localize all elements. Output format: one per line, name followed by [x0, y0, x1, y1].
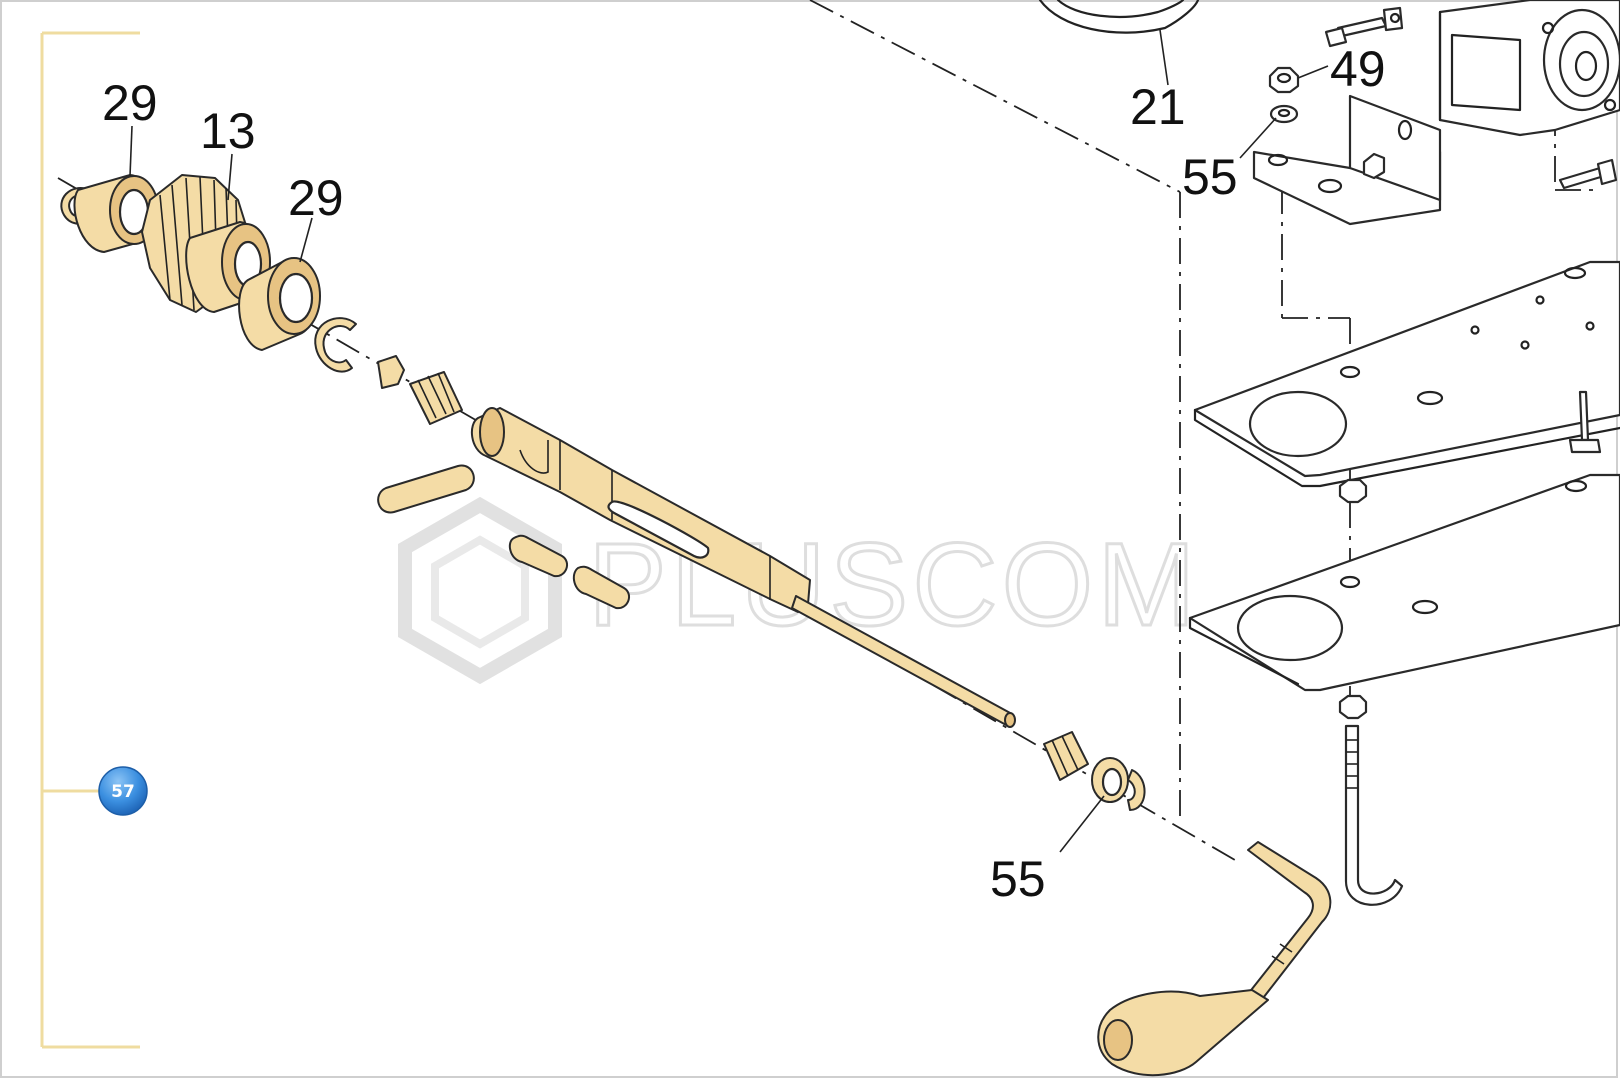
badge-circle — [98, 766, 148, 816]
callout-55-top: 55 — [1182, 149, 1238, 205]
nut-middle — [1338, 478, 1368, 504]
badge-number: 57 — [111, 782, 135, 802]
motor-bracket — [1252, 94, 1442, 226]
leader-lines — [129, 65, 1329, 853]
group-badge[interactable]: 57 — [98, 766, 148, 816]
small-spring-left — [377, 355, 463, 425]
hook-bolt — [1338, 694, 1404, 906]
watermark: PLUSCOM — [398, 496, 1197, 685]
circlip-middle — [314, 317, 357, 373]
crank-handle — [1097, 841, 1332, 1077]
key-center — [508, 534, 569, 578]
bolt-right — [1558, 158, 1618, 190]
bearing-29-right — [238, 257, 321, 351]
callout-29-left: 29 — [102, 75, 158, 131]
callout-55-bottom: 55 — [990, 851, 1046, 907]
bolt-plate-right — [1568, 390, 1602, 454]
bolt-top — [1324, 6, 1404, 48]
gearbox-housing — [1438, 0, 1620, 137]
bearing-29-left — [73, 174, 159, 253]
key-right — [572, 565, 631, 610]
washer-55-bottom — [1091, 757, 1129, 803]
callout-13: 13 — [200, 103, 256, 159]
nut-49 — [1268, 66, 1300, 94]
callout-49: 49 — [1330, 41, 1386, 97]
callout-29-right: 29 — [288, 170, 344, 226]
mounting-plate-upper — [1193, 260, 1620, 488]
key-left — [377, 464, 475, 514]
pulley-part-21 — [1038, 0, 1200, 86]
circlip-right — [1127, 769, 1146, 811]
mounting-plate-lower — [1188, 473, 1620, 692]
small-spring-right — [1043, 731, 1089, 781]
main-shaft — [470, 407, 1016, 728]
washer-55-top — [1269, 104, 1299, 124]
callout-21: 21 — [1130, 79, 1186, 135]
group-bracket — [40, 31, 140, 1049]
